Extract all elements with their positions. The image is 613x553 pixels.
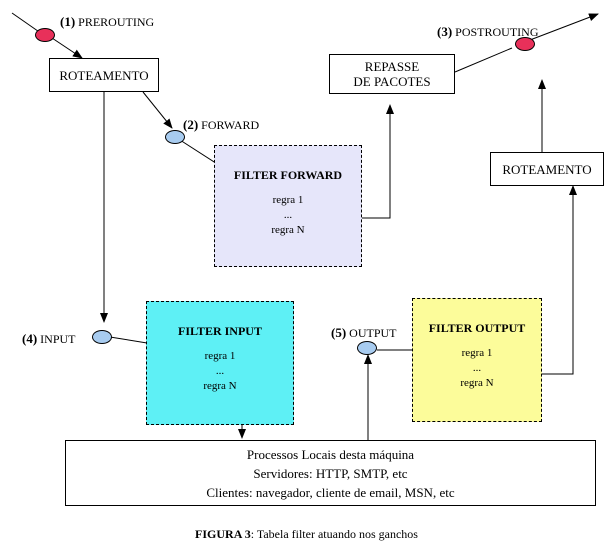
hook-label-forward: (2) FORWARD: [183, 117, 259, 133]
filter-output-box: FILTER OUTPUT regra 1 ... regra N: [412, 298, 542, 422]
filter-rule-last: regra N: [460, 377, 494, 389]
filter-rule-first: regra 1: [461, 347, 493, 359]
arrow-repasse-postrouting: [454, 47, 513, 73]
hook-label-output: (5) OUTPUT: [331, 325, 397, 341]
filter-rule-first: regra 1: [204, 350, 236, 362]
hook-label-postrouting: (3) POSTROUTING: [437, 24, 539, 40]
figure-caption-label: FIGURA 3: [195, 527, 251, 541]
hook-label-input: (4) INPUT: [22, 331, 76, 347]
filter-rule-last: regra N: [271, 224, 305, 236]
arrow-postrouting-exit: [529, 13, 599, 41]
hook-number: (3): [437, 24, 453, 39]
hook-name: INPUT: [40, 332, 76, 346]
hook-name: POSTROUTING: [455, 25, 539, 39]
routing-box-label: ROTEAMENTO: [59, 67, 149, 83]
hook-number: (5): [331, 325, 347, 340]
hook-name: OUTPUT: [349, 326, 397, 340]
figure-caption-text: : Tabela filter atuando nos ganchos: [250, 527, 418, 541]
filter-input-box: FILTER INPUT regra 1 ... regra N: [146, 301, 294, 425]
filter-rule-last: regra N: [203, 380, 237, 392]
figure-caption: FIGURA 3: Tabela filter atuando nos ganc…: [0, 527, 613, 542]
arrow-routing-forward: [142, 91, 173, 129]
filter-input-title: FILTER INPUT: [178, 324, 262, 338]
routing-box-out: ROTEAMENTO: [490, 152, 604, 186]
packet-forwarding-line2: DE PACOTES: [353, 74, 431, 89]
hook-label-prerouting: (1) PREROUTING: [60, 14, 154, 30]
filter-output-title: FILTER OUTPUT: [428, 321, 526, 335]
routing-box-in: ROTEAMENTO: [49, 58, 159, 92]
packet-forwarding-box: REPASSE DE PACOTES: [329, 54, 455, 94]
hook-postrouting-marker: [515, 37, 535, 51]
filter-rule-first: regra 1: [272, 194, 304, 206]
hook-input-marker: [92, 330, 112, 344]
local-servers-line: Servidores: HTTP, SMTP, etc: [253, 465, 408, 481]
arrow-prerouting-routing: [51, 37, 83, 59]
hook-forward-marker: [165, 130, 185, 144]
hook-name: FORWARD: [201, 118, 260, 132]
hook-output-marker: [357, 341, 377, 355]
hook-number: (2): [183, 117, 199, 132]
hook-prerouting-marker: [35, 28, 55, 42]
hook-name: PREROUTING: [78, 15, 155, 29]
hook-number: (1): [60, 14, 76, 29]
hook-number: (4): [22, 331, 38, 346]
filter-rule-ellipsis: ...: [472, 362, 482, 374]
local-clients-line: Clientes: navegador, cliente de email, M…: [206, 484, 455, 500]
filter-rule-ellipsis: ...: [215, 365, 225, 377]
filter-forward-box: FILTER FORWARD regra 1 ... regra N: [214, 145, 362, 267]
local-processes-box: Processos Locais desta máquina Servidore…: [65, 440, 596, 506]
routing-box-label: ROTEAMENTO: [502, 161, 592, 177]
filter-forward-title: FILTER FORWARD: [233, 168, 343, 182]
local-processes-title: Processos Locais desta máquina: [246, 446, 415, 462]
packet-forwarding-line1: REPASSE: [364, 59, 420, 74]
filter-rule-ellipsis: ...: [283, 209, 293, 221]
